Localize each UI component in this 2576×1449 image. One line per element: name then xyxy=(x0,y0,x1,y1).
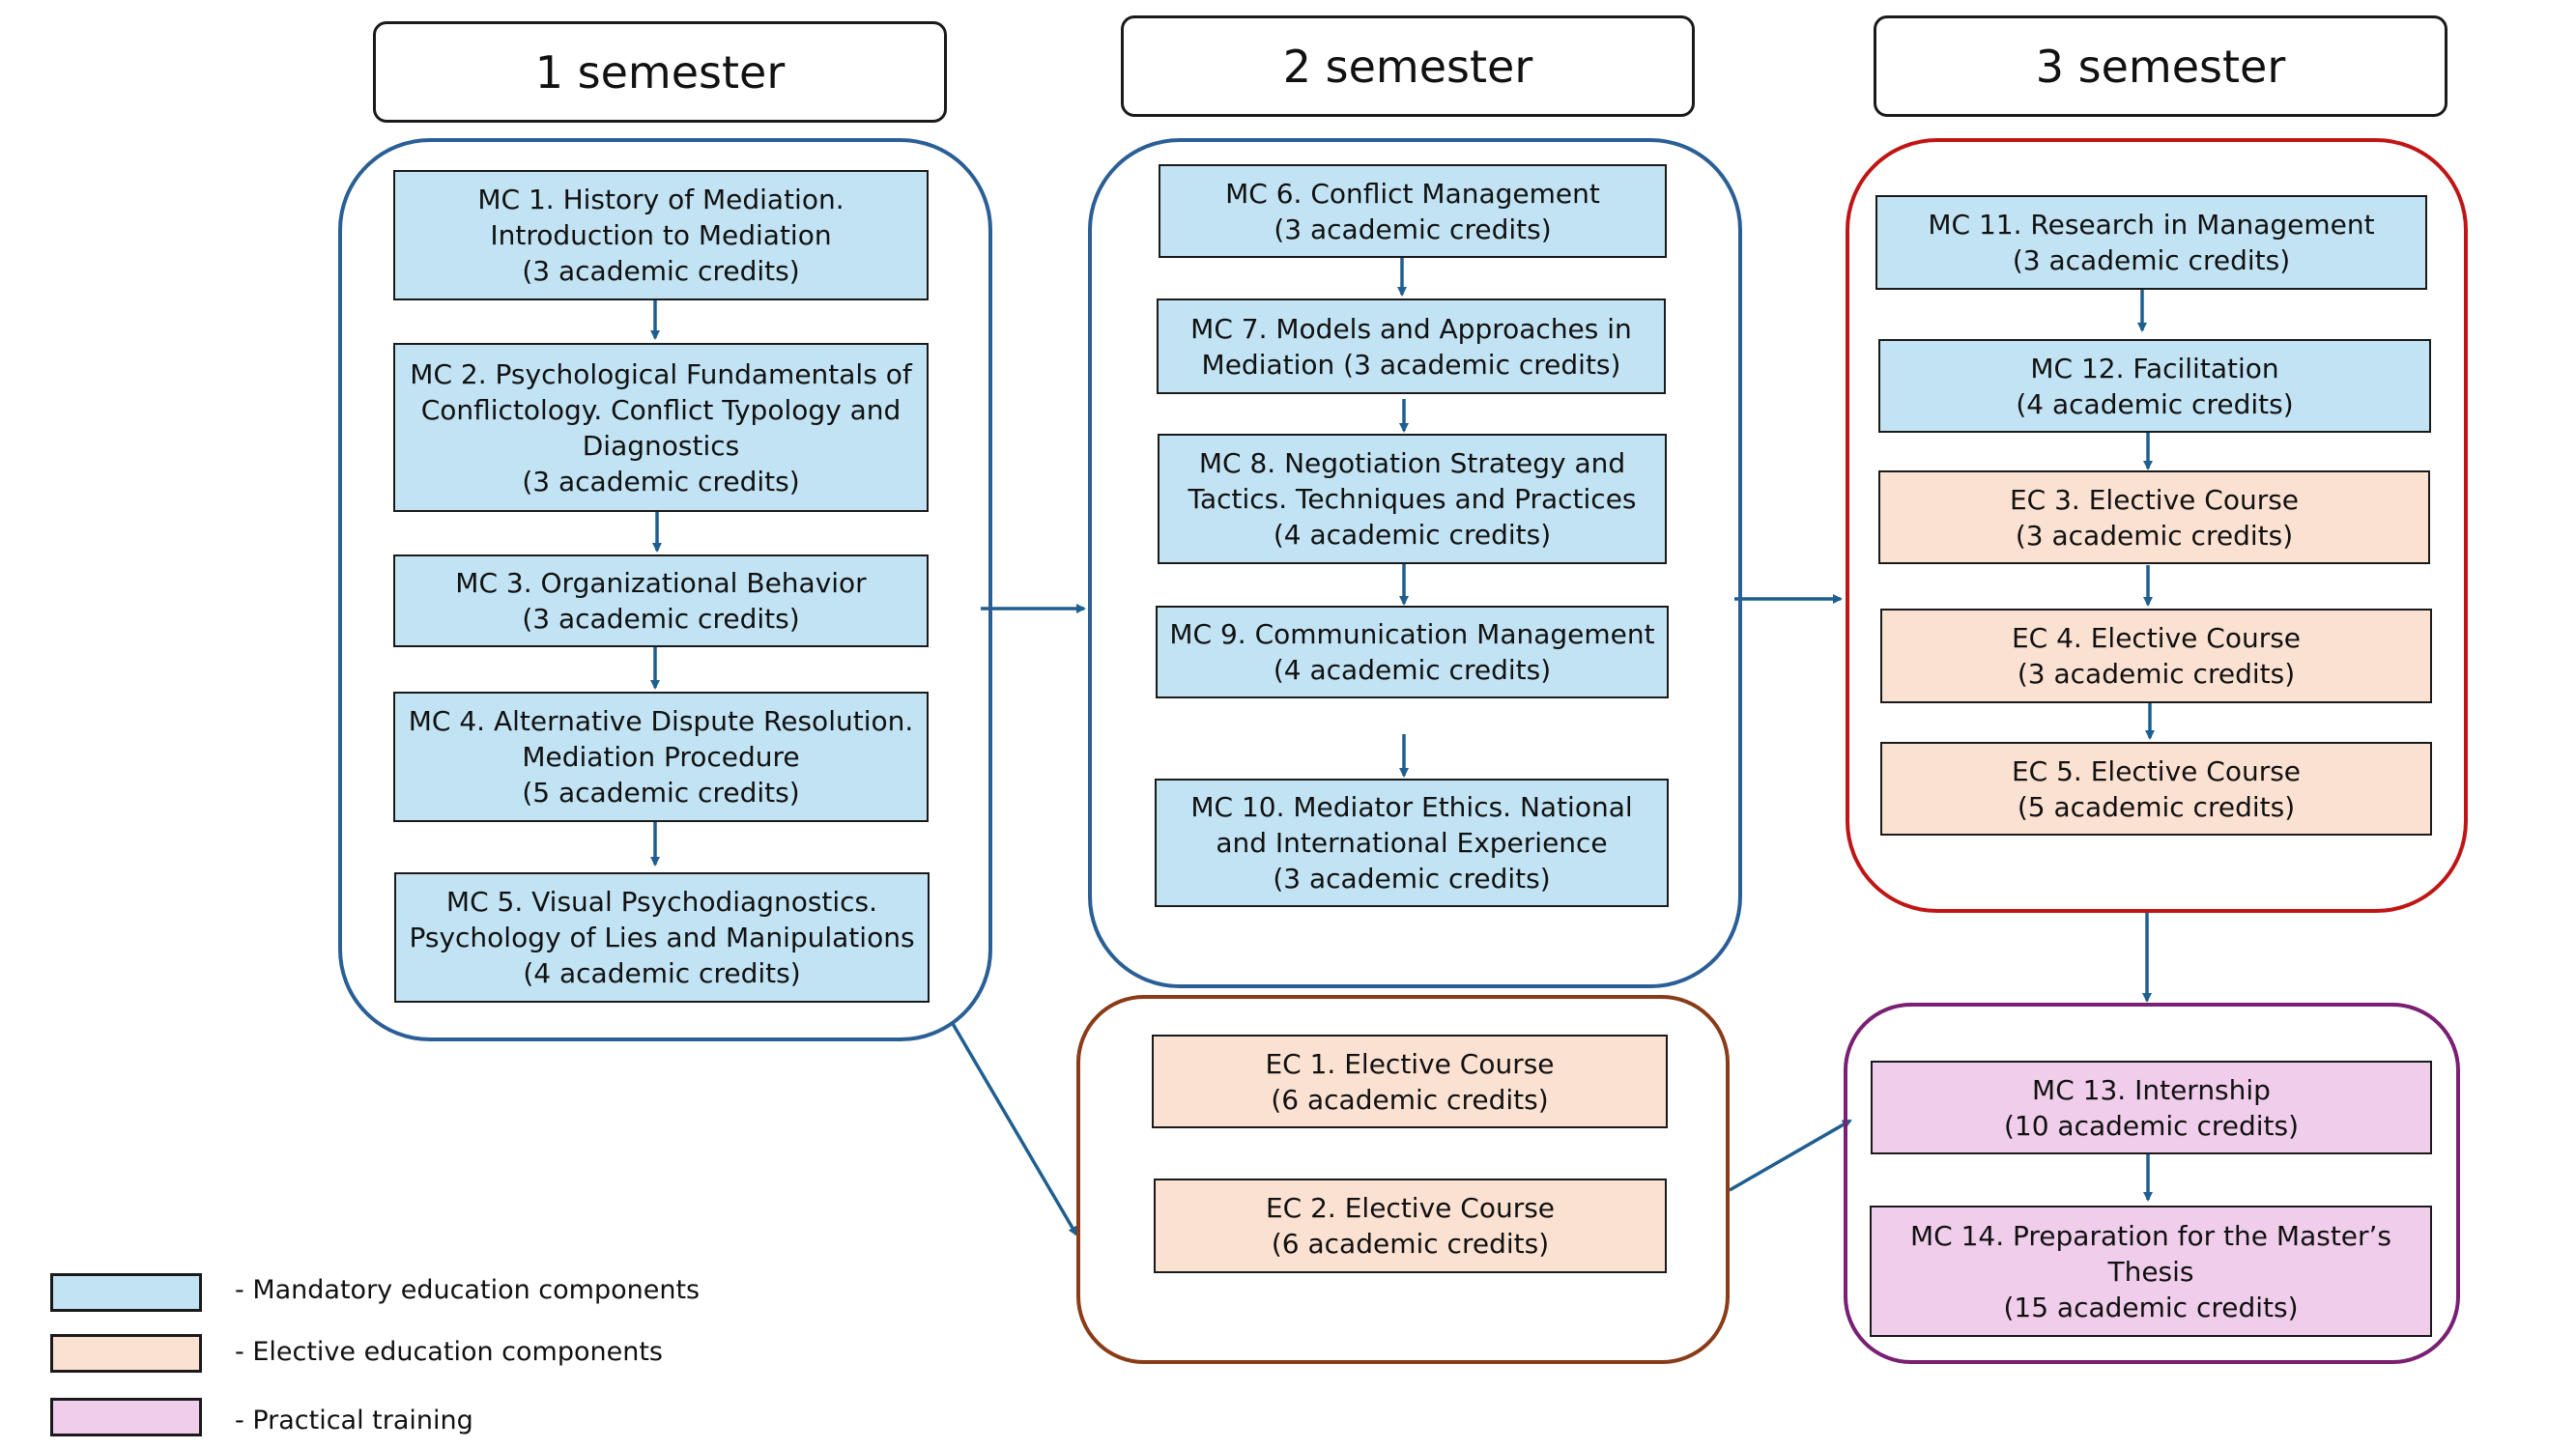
course-credits: (5 academic credits) xyxy=(522,777,800,809)
course-title: MC 5. Visual Psychodiagnostics. xyxy=(445,886,878,918)
course-credits: (3 academic credits) xyxy=(2015,519,2294,552)
course-credits: (4 academic credits) xyxy=(1273,519,1552,551)
course-title: MC 2. Psychological Fundamentals of xyxy=(410,357,912,390)
course-title: MC 11. Research in Management xyxy=(1928,209,2375,241)
course-mc3: MC 3. Organizational Behavior (3 academi… xyxy=(393,554,929,647)
course-title: MC 1. History of Mediation. xyxy=(477,184,844,215)
course-credits: (4 academic credits) xyxy=(523,957,801,989)
legend-label-mandatory: - Mandatory education components xyxy=(235,1275,701,1305)
course-mc1: MC 1. History of Mediation. Introduction… xyxy=(393,170,929,300)
course-ec5: EC 5. Elective Course (5 academic credit… xyxy=(1880,742,2432,836)
legend-label-elective: - Elective education components xyxy=(235,1337,663,1367)
course-mc14: MC 14. Preparation for the Master’s Thes… xyxy=(1870,1206,2432,1337)
course-credits: (3 academic credits) xyxy=(2012,244,2291,276)
course-title: MC 10. Mediator Ethics. National xyxy=(1190,791,1633,823)
legend-label-practical: - Practical training xyxy=(235,1406,473,1435)
course-title: MC 8. Negotiation Strategy and xyxy=(1198,447,1626,479)
course-title: Diagnostics xyxy=(582,429,740,462)
course-title: Thesis xyxy=(2107,1255,2194,1288)
course-mc8: MC 8. Negotiation Strategy and Tactics. … xyxy=(1158,434,1667,564)
course-title: EC 4. Elective Course xyxy=(2011,622,2302,654)
semester-2-header: 2 semester xyxy=(1121,15,1695,117)
course-ec4: EC 4. Elective Course (3 academic credit… xyxy=(1880,609,2432,703)
course-title: Introduction to Mediation xyxy=(490,219,832,251)
course-ec3: EC 3. Elective Course (3 academic credit… xyxy=(1878,470,2430,564)
course-title: MC 13. Internship xyxy=(2032,1073,2271,1106)
semester-1-group xyxy=(338,138,992,1041)
course-title: Mediation Procedure xyxy=(522,741,800,773)
course-title: EC 3. Elective Course xyxy=(2009,483,2300,516)
course-title: and International Experience xyxy=(1216,827,1608,859)
course-credits: (3 academic credits) xyxy=(2017,658,2296,690)
course-title: Conflictology. Conflict Typology and xyxy=(420,393,902,426)
course-credits: (3 academic credits) xyxy=(522,255,800,287)
course-credits: (5 academic credits) xyxy=(2017,790,2296,823)
course-title: Psychology of Lies and Manipulations xyxy=(409,922,915,953)
course-title: MC 3. Organizational Behavior xyxy=(455,567,867,599)
course-credits: (3 academic credits) xyxy=(1274,213,1552,245)
semester-3-header: 3 semester xyxy=(1874,15,2447,117)
course-title: MC 7. Models and Approaches in xyxy=(1190,312,1632,345)
legend-swatch-practical xyxy=(50,1398,202,1436)
course-credits: (4 academic credits) xyxy=(2016,387,2294,420)
course-mc11: MC 11. Research in Management (3 academi… xyxy=(1875,195,2427,290)
course-title: EC 5. Elective Course xyxy=(2011,754,2302,787)
electives-group xyxy=(1076,995,1730,1364)
course-ec2: EC 2. Elective Course (6 academic credit… xyxy=(1154,1179,1667,1273)
course-title: Mediation (3 academic credits) xyxy=(1201,348,1621,381)
course-mc12: MC 12. Facilitation (4 academic credits) xyxy=(1878,339,2431,433)
course-title: MC 12. Facilitation xyxy=(2030,352,2279,384)
course-title: Tactics. Techniques and Practices xyxy=(1188,483,1637,515)
course-ec1: EC 1. Elective Course (6 academic credit… xyxy=(1152,1035,1668,1128)
legend-swatch-mandatory xyxy=(50,1273,202,1312)
course-mc6: MC 6. Conflict Management (3 academic cr… xyxy=(1159,164,1667,258)
course-title: MC 4. Alternative Dispute Resolution. xyxy=(408,705,914,737)
semester-1-header: 1 semester xyxy=(373,21,947,123)
course-credits: (4 academic credits) xyxy=(1273,654,1552,686)
course-credits: (3 academic credits) xyxy=(1273,863,1551,895)
semester-2-group xyxy=(1088,138,1742,988)
course-mc4: MC 4. Alternative Dispute Resolution. Me… xyxy=(393,692,929,822)
course-mc13: MC 13. Internship (10 academic credits) xyxy=(1871,1061,2432,1154)
course-mc2: MC 2. Psychological Fundamentals of Conf… xyxy=(393,343,929,512)
course-mc10: MC 10. Mediator Ethics. National and Int… xyxy=(1155,779,1669,907)
course-title: EC 1. Elective Course xyxy=(1265,1047,1555,1080)
course-title: MC 9. Communication Management xyxy=(1169,618,1655,650)
course-mc7: MC 7. Models and Approaches in Mediation… xyxy=(1157,298,1666,394)
course-credits: (15 academic credits) xyxy=(2003,1291,2299,1323)
practical-training-group xyxy=(1844,1003,2460,1364)
arrow-electives-practical xyxy=(1729,1119,1852,1192)
semester-3-group xyxy=(1846,138,2468,913)
course-title: EC 2. Elective Course xyxy=(1265,1192,1556,1224)
legend-swatch-elective xyxy=(50,1334,202,1373)
course-mc5: MC 5. Visual Psychodiagnostics. Psycholo… xyxy=(394,872,930,1003)
course-title: MC 14. Preparation for the Master’s xyxy=(1909,1219,2392,1252)
course-credits: (3 academic credits) xyxy=(522,465,800,497)
course-credits: (3 academic credits) xyxy=(522,603,800,635)
course-credits: (6 academic credits) xyxy=(1271,1083,1549,1116)
course-mc9: MC 9. Communication Management (4 academ… xyxy=(1156,606,1669,698)
course-title: MC 6. Conflict Management xyxy=(1225,177,1600,210)
course-credits: (10 academic credits) xyxy=(2003,1109,2300,1142)
course-credits: (6 academic credits) xyxy=(1271,1228,1550,1260)
arrow-sem1-electives xyxy=(950,1021,1078,1236)
